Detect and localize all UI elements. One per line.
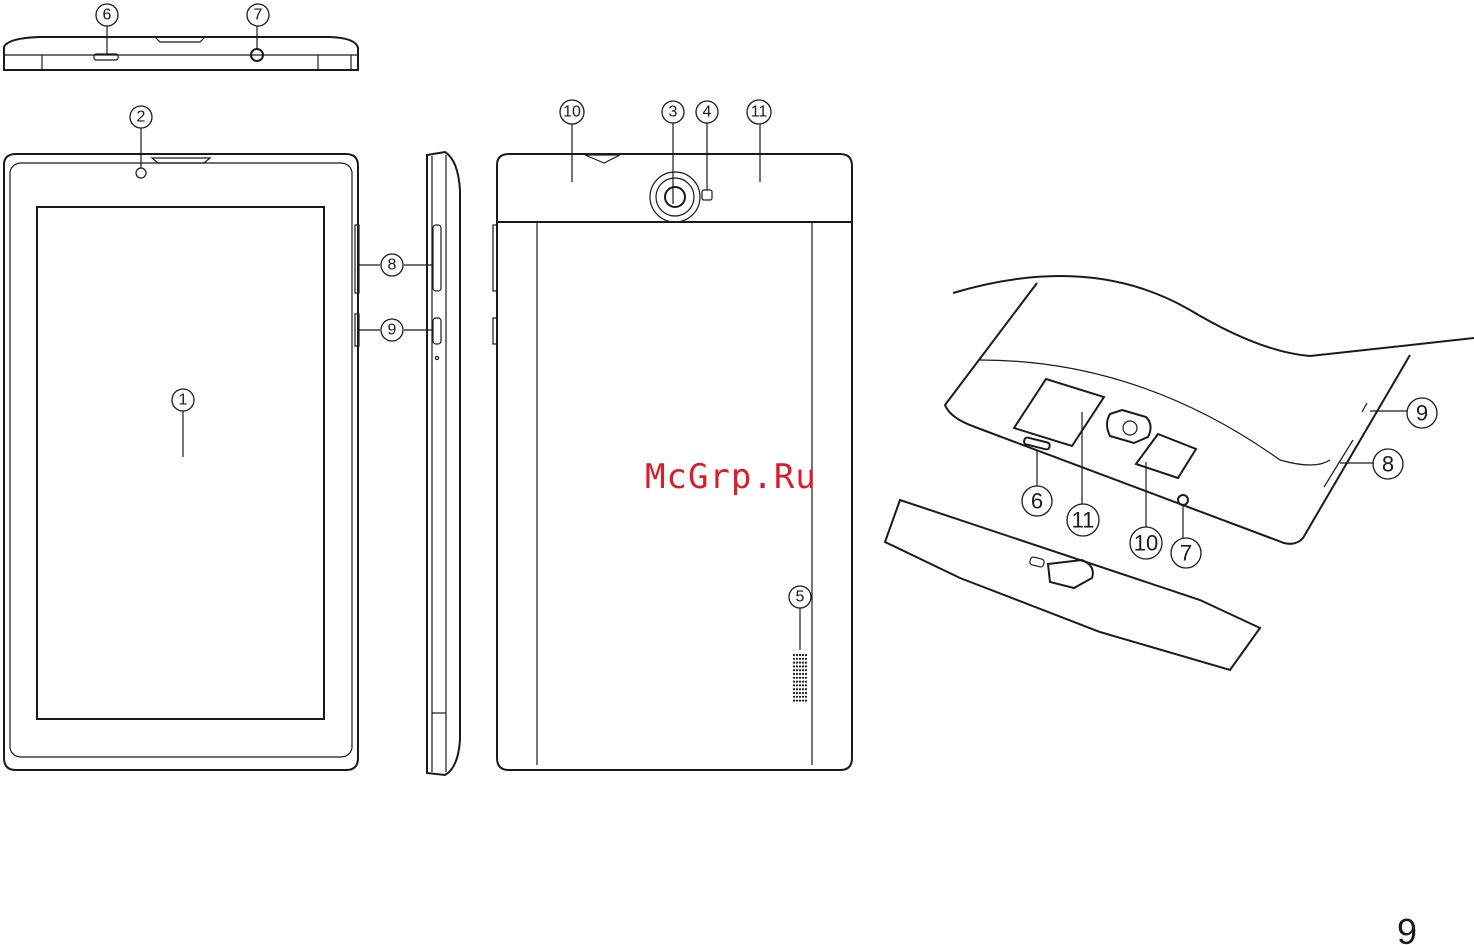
callout-11-back: 11: [747, 100, 771, 124]
svg-text:11: 11: [751, 104, 768, 121]
callout-10-back: 10: [560, 100, 584, 124]
rear-camera-ring: [656, 178, 694, 216]
callout-3: 3: [662, 101, 684, 123]
callout-4: 4: [696, 101, 718, 123]
camera-housing: [1107, 410, 1151, 443]
back-cover-camera-window: [1048, 560, 1093, 588]
svg-text:11: 11: [1072, 508, 1095, 533]
svg-text:8: 8: [1382, 452, 1394, 477]
earpiece-grille: [152, 158, 210, 163]
top-edge-view: [4, 26, 358, 70]
rear-speaker-grille: [793, 654, 807, 702]
svg-text:7: 7: [1180, 541, 1192, 566]
callout-2: 2: [130, 106, 152, 128]
front-display: [37, 207, 324, 719]
callout-6-top: 6: [96, 4, 118, 26]
power-button: [433, 318, 441, 344]
svg-text:10: 10: [1134, 531, 1158, 556]
callout-9-persp: 9: [1407, 398, 1437, 428]
callout-7-persp: 7: [1171, 538, 1201, 568]
svg-text:2: 2: [137, 109, 146, 126]
callout-8-side: 8: [381, 254, 403, 276]
svg-text:3: 3: [669, 104, 678, 121]
front-camera: [136, 168, 146, 178]
back-view: [493, 123, 852, 770]
svg-text:9: 9: [1416, 401, 1428, 426]
svg-text:6: 6: [103, 7, 112, 24]
svg-text:8: 8: [388, 257, 397, 274]
callout-1: 1: [172, 389, 194, 411]
callout-5: 5: [789, 586, 811, 608]
rear-camera-lens: [665, 187, 685, 207]
rear-flash: [702, 190, 712, 200]
volume-button: [433, 225, 441, 291]
sd-slot: [1136, 434, 1196, 478]
callout-9-side: 9: [381, 319, 403, 341]
audio-jack-persp: [1178, 495, 1188, 505]
front-view: [4, 128, 359, 770]
svg-text:4: 4: [703, 104, 712, 121]
callout-10-persp: 10: [1130, 527, 1162, 559]
side-view: [359, 152, 460, 775]
callout-7-top: 7: [247, 4, 269, 26]
callout-6-persp: 6: [1022, 486, 1052, 516]
svg-text:6: 6: [1031, 489, 1043, 514]
svg-text:1: 1: [179, 392, 188, 409]
callout-8-persp: 8: [1373, 449, 1403, 479]
svg-text:7: 7: [254, 7, 263, 24]
svg-text:5: 5: [796, 589, 805, 606]
callout-11-persp: 11: [1067, 504, 1099, 536]
watermark: McGrp.Ru: [645, 457, 817, 497]
rear-camera-outer: [650, 172, 700, 222]
svg-text:10: 10: [563, 104, 581, 121]
page-number: 9: [1397, 911, 1417, 945]
sim-slot: [1014, 379, 1104, 446]
svg-text:9: 9: [388, 322, 397, 339]
